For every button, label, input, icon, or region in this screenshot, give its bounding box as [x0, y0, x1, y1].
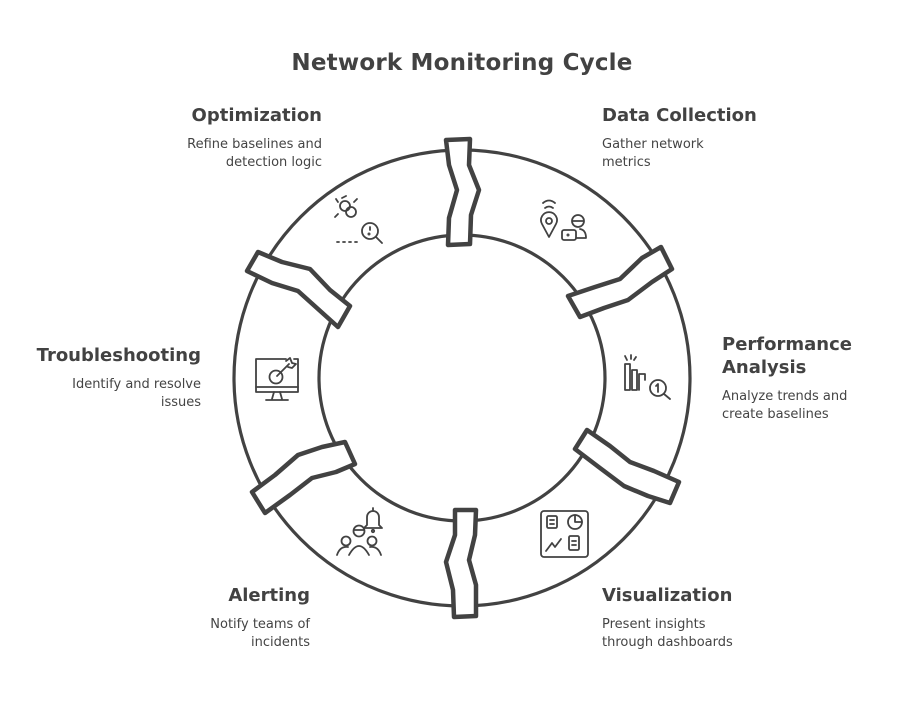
- stage-description-line: metrics: [602, 155, 651, 170]
- stage-description-line: Refine baselines and: [187, 137, 322, 152]
- bell-team-icon: [336, 507, 383, 556]
- connector-upper-left: [244, 249, 353, 330]
- dashboard-icon: [540, 510, 589, 558]
- connector-bottom: [443, 507, 479, 620]
- connector-top: [443, 136, 482, 248]
- stage-optimization: Optimization Refine baselines and detect…: [187, 104, 322, 172]
- connector-lower-right: [572, 427, 682, 506]
- stage-title: Visualization: [602, 585, 733, 606]
- stage-title: Optimization: [191, 105, 322, 126]
- stage-description-line: Identify and resolve: [72, 377, 201, 392]
- stage-title-line: Analysis: [722, 357, 807, 378]
- stage-description-line: detection logic: [225, 155, 322, 170]
- stage-description-line: incidents: [251, 635, 310, 650]
- stage-alerting: Alerting Notify teams of incidents: [210, 584, 310, 652]
- stage-title: Troubleshooting: [36, 345, 201, 366]
- bug-magnifier-icon: [334, 195, 383, 244]
- stage-description-line: through dashboards: [602, 635, 733, 650]
- stage-data-collection: Data Collection Gather network metrics: [602, 104, 757, 172]
- stage-visualization: Visualization Present insights through d…: [602, 584, 733, 652]
- stage-description-line: Gather network: [602, 137, 704, 152]
- stage-description-line: Notify teams of: [210, 617, 310, 632]
- stage-title: Alerting: [228, 585, 310, 606]
- connector-lower-left: [249, 439, 358, 516]
- stage-description-line: issues: [160, 395, 201, 410]
- location-wifi-laptop-user-icon: [540, 199, 587, 241]
- stage-title-line: Performance: [722, 334, 852, 355]
- stage-description-line: Present insights: [602, 617, 706, 632]
- connector-upper-right: [565, 244, 675, 320]
- stage-troubleshooting: Troubleshooting Identify and resolve iss…: [37, 344, 201, 412]
- stage-performance-analysis: Performance Analysis Analyze trends and …: [722, 333, 852, 424]
- ring-inner: [317, 233, 607, 523]
- stage-description-line: create baselines: [722, 407, 829, 422]
- bar-chart-magnifier-icon: [624, 354, 671, 400]
- monitor-target-icon: [255, 357, 299, 401]
- stage-description-line: Analyze trends and: [722, 389, 848, 404]
- stage-title: Data Collection: [602, 105, 757, 126]
- diagram-title: Network Monitoring Cycle: [291, 50, 633, 76]
